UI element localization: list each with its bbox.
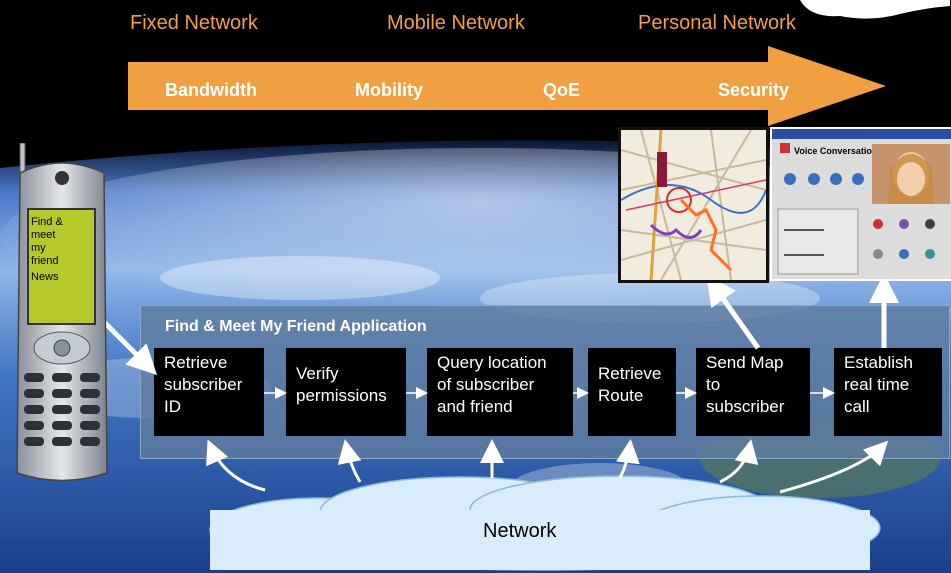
voice-window-titlebar <box>772 129 951 139</box>
bandwidth-label: Bandwidth <box>165 80 257 100</box>
street-map-image <box>618 127 769 283</box>
voice-window-title: Voice Conversation <box>794 146 878 156</box>
step-line: Send Map <box>706 353 784 372</box>
network-cloud-label: Network <box>483 520 557 542</box>
qoe-label: QoE <box>543 80 581 100</box>
application-title: Find & Meet My Friend Application <box>165 318 427 335</box>
phone-screen-line: meet <box>31 229 56 241</box>
step-line: to <box>706 375 721 394</box>
voice-window-contents <box>777 143 950 275</box>
fixed-network-label: Fixed Network <box>130 12 258 34</box>
step-line: Retrieve <box>598 364 662 383</box>
step-line: real time <box>844 375 910 394</box>
step-verify-permissions: Verify permissions <box>286 348 406 436</box>
step-line: Establish <box>844 353 913 372</box>
step-retrieve-route: Retrieve Route <box>588 348 676 436</box>
evolution-arrow <box>128 46 886 126</box>
phone-screen-line: News <box>31 271 59 283</box>
step-line: permissions <box>296 386 387 405</box>
voice-conversation-window: Voice Conversation <box>770 127 951 281</box>
step-line: Route <box>598 386 644 405</box>
mobile-network-label: Mobile Network <box>387 12 525 34</box>
step-line: ID <box>164 397 181 416</box>
phone-screen-line: my <box>31 242 46 254</box>
phone-screen-line: friend <box>31 255 59 267</box>
step-line: call <box>844 397 870 416</box>
step-line: Verify <box>296 364 339 383</box>
step-line: subscriber <box>706 397 785 416</box>
step-line: Retrieve <box>164 353 228 372</box>
network-cloud <box>209 475 881 571</box>
step-line: of subscriber <box>437 375 535 394</box>
step-line: subscriber <box>164 375 243 394</box>
step-send-map: Send Map to subscriber <box>696 348 810 436</box>
phone-screen: Find & meet my friend News <box>27 208 96 325</box>
step-line: Query location <box>437 353 547 372</box>
step-retrieve-subscriber-id: Retrieve subscriber ID <box>154 348 264 436</box>
mobility-label: Mobility <box>355 80 423 100</box>
map-drawing <box>621 130 766 280</box>
security-label: Security <box>718 80 790 100</box>
step-line: and friend <box>437 397 513 416</box>
phone-screen-line: Find & <box>31 216 63 228</box>
top-cloud-fragment <box>800 0 950 19</box>
step-query-location: Query location of subscriber and friend <box>427 348 573 436</box>
personal-network-label: Personal Network <box>638 12 796 34</box>
step-establish-call: Establish real time call <box>834 348 942 436</box>
